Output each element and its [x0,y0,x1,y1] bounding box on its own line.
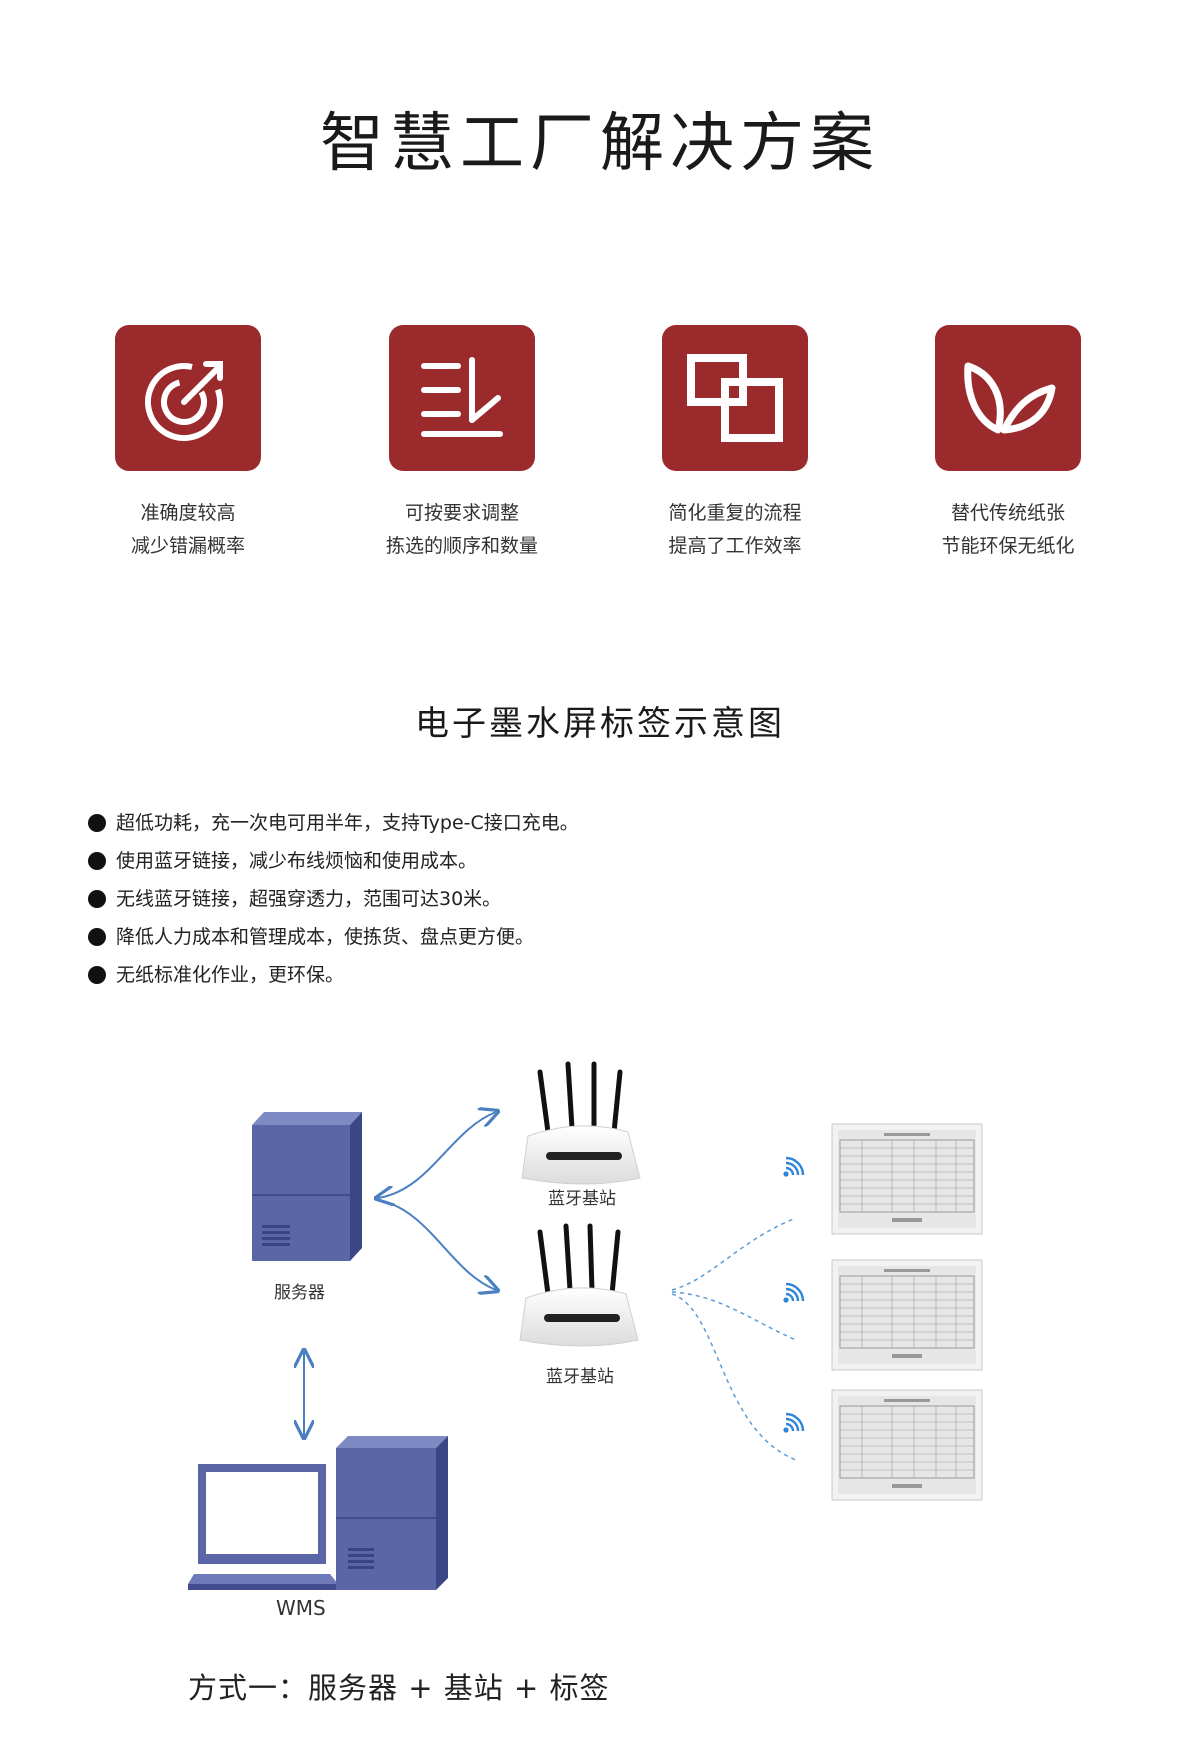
sort-list-icon [421,357,503,437]
bullet-dot-icon [88,814,106,832]
feature-tile [115,325,261,471]
feature-tile [389,325,535,471]
wifi-signal-icon [783,1282,805,1303]
station-label-bottom: 蓝牙基站 [546,1367,614,1387]
eink-label-icon [831,1123,983,1235]
server-to-station-bottom-link [377,1199,496,1290]
feature-caption-line2: 提高了工作效率 [668,535,802,557]
station-to-label-link-3 [671,1293,797,1461]
bullet-item: 使用蓝牙链接，减少布线烦恼和使用成本。 [88,842,579,880]
server-icon [252,1112,362,1261]
bullet-item: 超低功耗，充一次电可用半年，支持Type-C接口充电。 [88,804,579,842]
wms-label: WMS [276,1596,326,1620]
feature-caption-line2: 减少错漏概率 [130,535,245,557]
bullet-text: 无纸标准化作业，更环保。 [116,964,345,986]
feature-caption-line1: 可按要求调整 [404,502,519,524]
bullet-text: 使用蓝牙链接，减少布线烦恼和使用成本。 [116,850,478,872]
feature-tile [662,325,808,471]
feature-row: 准确度较高 减少错漏概率 可按要求调整 拣选的顺序和数量 [0,325,1200,585]
feature-caption-line2: 拣选的顺序和数量 [385,535,538,557]
bullet-item: 降低人力成本和管理成本，使拣货、盘点更方便。 [88,918,579,956]
bullet-dot-icon [88,890,106,908]
feature-caption-line2: 节能环保无纸化 [941,535,1075,557]
station-to-label-link-2 [671,1291,797,1341]
leaf-icon [964,362,1056,434]
overlap-squares-icon [687,354,783,442]
bullet-text: 超低功耗，充一次电可用半年，支持Type-C接口充电。 [116,812,579,834]
system-diagram: 服务器 蓝牙基站 蓝牙基站 WMS [0,1040,1200,1640]
feature-tile [935,325,1081,471]
feature-paperless: 替代传统纸张 节能环保无纸化 [888,325,1128,563]
bullet-dot-icon [88,852,106,870]
feature-caption-line1: 替代传统纸张 [950,502,1065,524]
station-to-label-link-1 [671,1217,797,1291]
target-icon [145,361,223,441]
wifi-signal-icon [783,1156,805,1177]
bullet-text: 无线蓝牙链接，超强穿透力，范围可达30米。 [116,888,502,910]
bullet-dot-icon [88,928,106,946]
eink-label-icon [831,1259,983,1371]
page-title: 智慧工厂解决方案 [320,107,880,181]
station-label-top: 蓝牙基站 [548,1189,616,1209]
bluetooth-station-bottom-icon [519,1223,639,1347]
feature-caption-line1: 简化重复的流程 [668,502,802,524]
footer-caption: 方式一：服务器 + 基站 + 标签 [188,1671,610,1705]
bluetooth-station-top-icon [521,1061,641,1185]
feature-bullet-list: 超低功耗，充一次电可用半年，支持Type-C接口充电。 使用蓝牙链接，减少布线烦… [88,804,579,994]
section-title: 电子墨水屏标签示意图 [415,704,785,744]
wms-computer-icon [188,1436,448,1590]
wifi-signal-icon [783,1412,805,1433]
server-label: 服务器 [274,1283,325,1303]
feature-adjustable: 可按要求调整 拣选的顺序和数量 [342,325,582,563]
eink-label-icon [831,1389,983,1501]
bullet-dot-icon [88,966,106,984]
server-to-station-top-link [378,1112,496,1198]
bullet-text: 降低人力成本和管理成本，使拣货、盘点更方便。 [116,926,535,948]
bullet-item: 无线蓝牙链接，超强穿透力，范围可达30米。 [88,880,579,918]
bullet-item: 无纸标准化作业，更环保。 [88,956,579,994]
feature-accuracy: 准确度较高 减少错漏概率 [68,325,308,563]
feature-caption-line1: 准确度较高 [140,502,236,524]
diagram-canvas [188,1061,983,1590]
feature-simplify: 简化重复的流程 提高了工作效率 [615,325,855,563]
